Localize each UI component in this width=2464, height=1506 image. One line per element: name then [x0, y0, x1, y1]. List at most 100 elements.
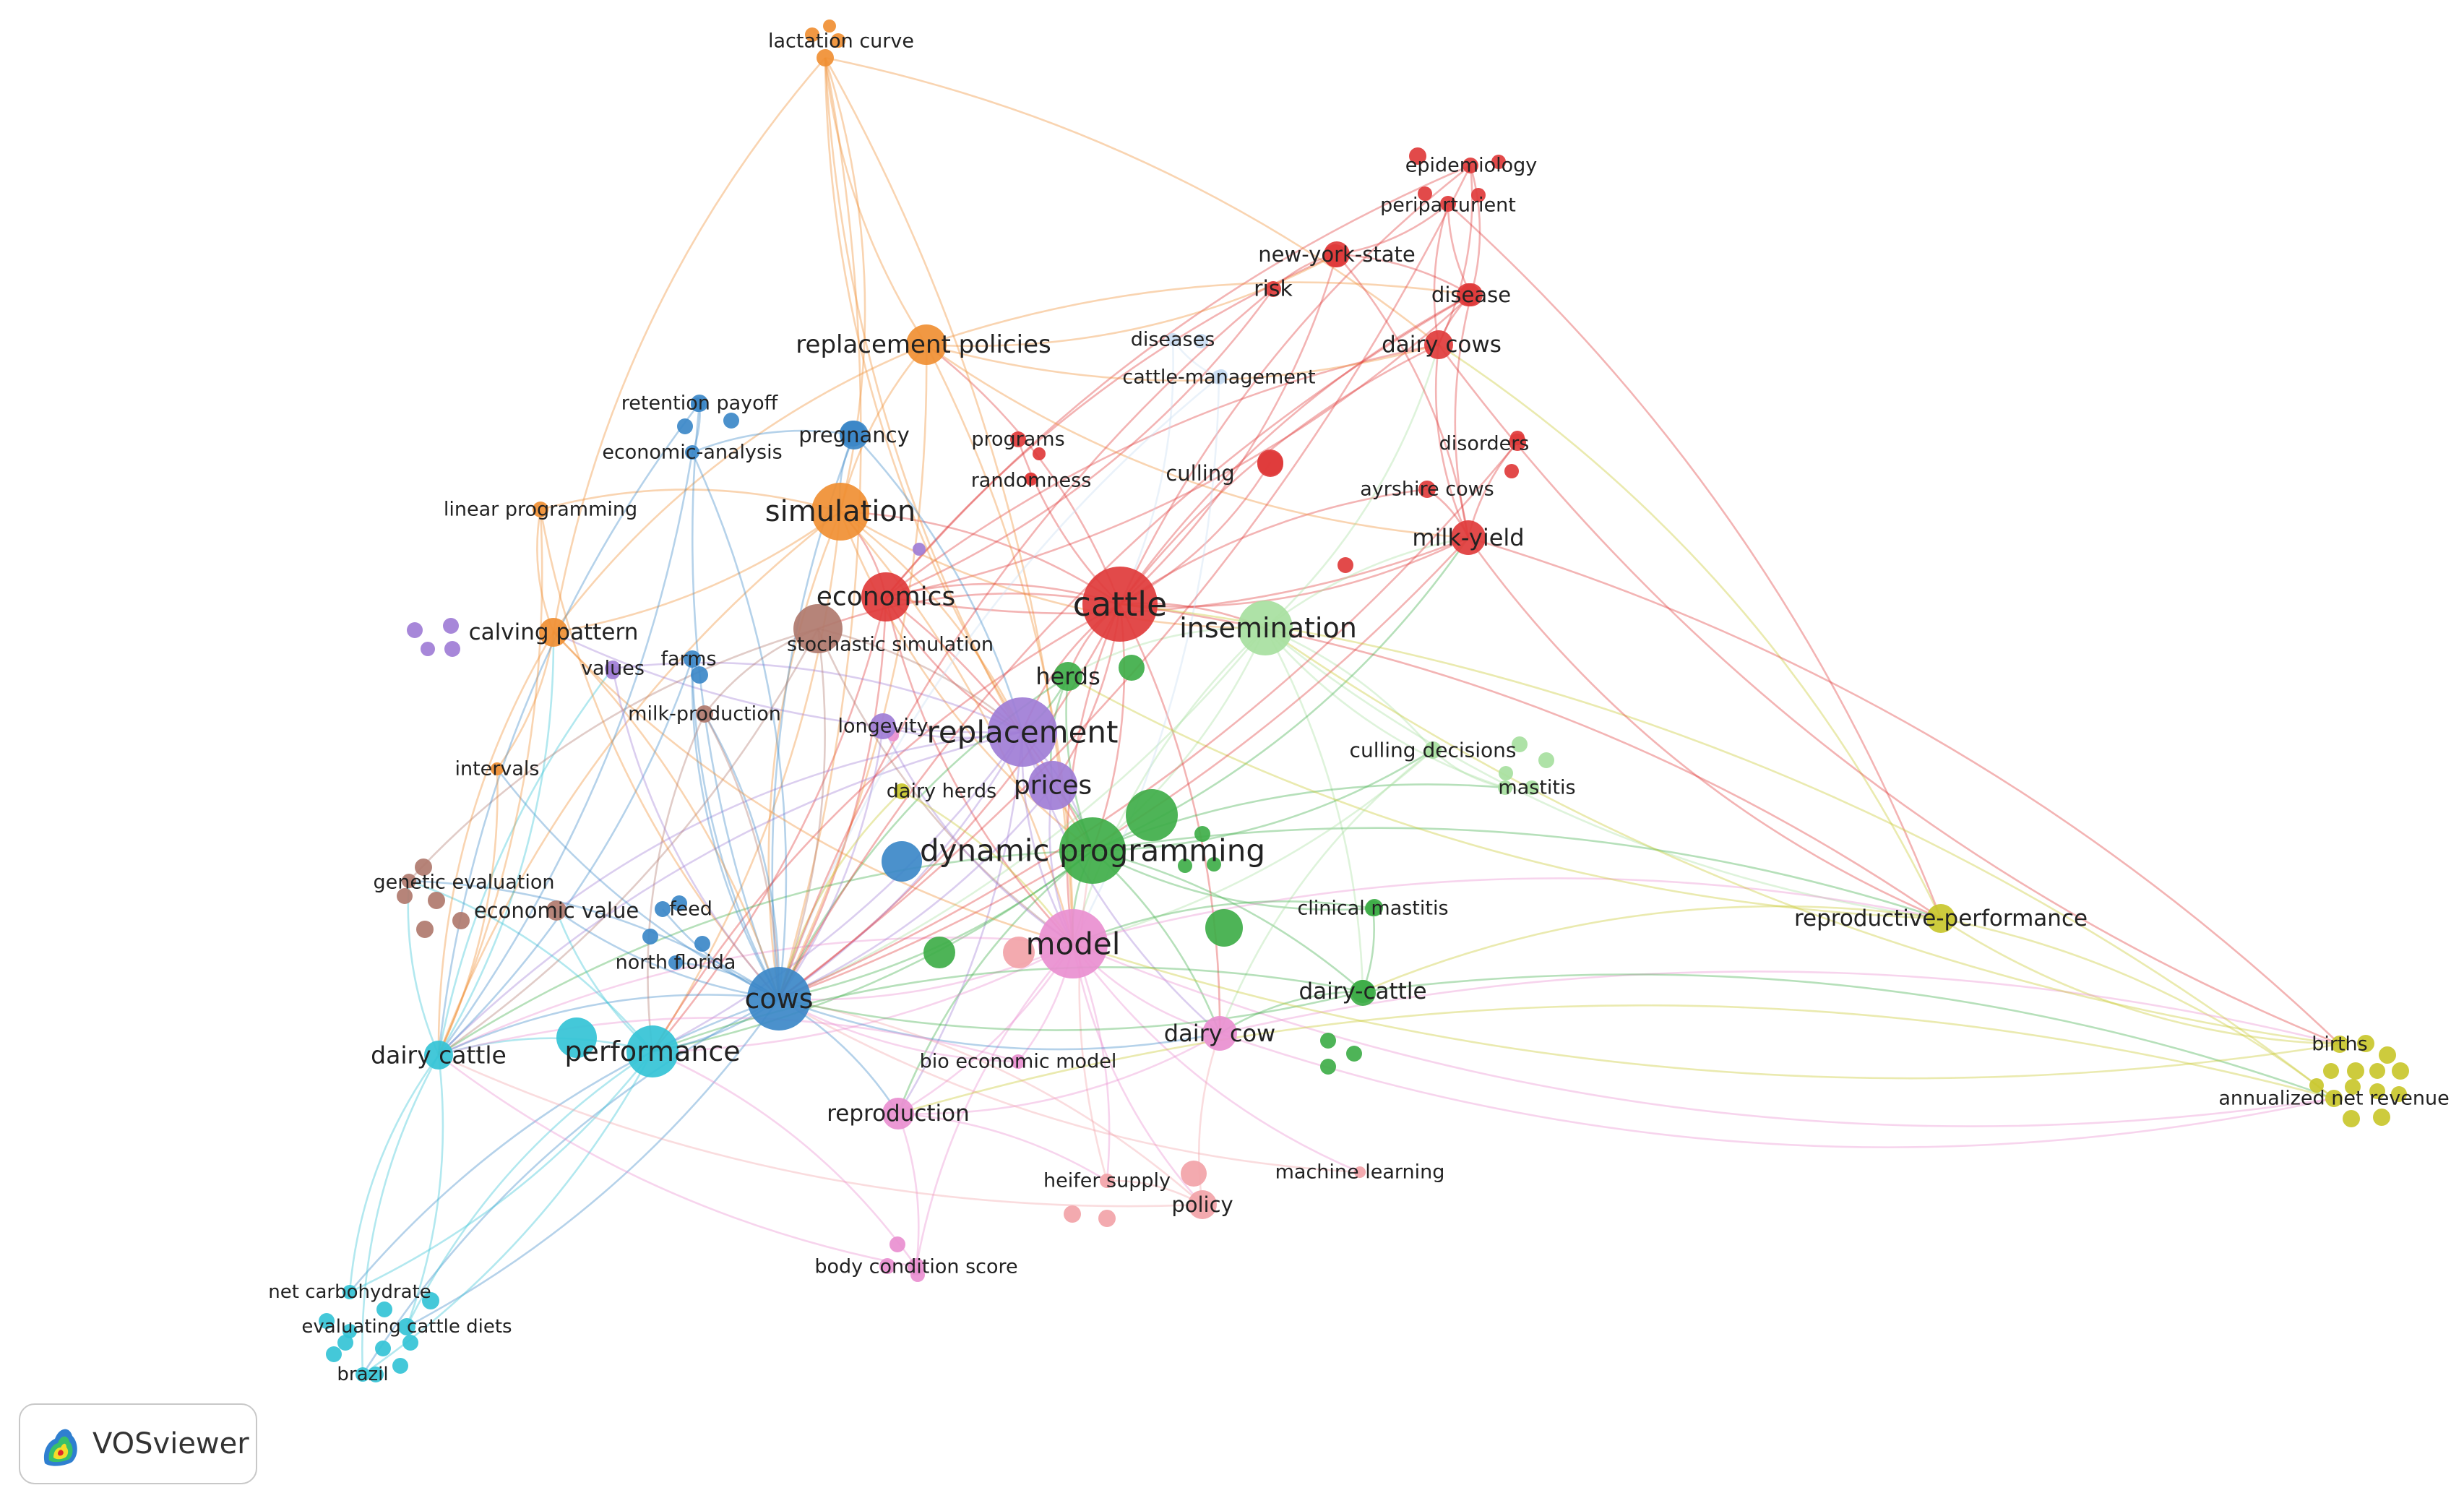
node-unlabeled-orange[interactable] [805, 27, 819, 42]
label-mastitis[interactable]: mastitis [1498, 777, 1575, 799]
label-north-florida[interactable]: north florida [616, 952, 736, 974]
label-machine-learning[interactable]: machine learning [1275, 1161, 1445, 1184]
node-unlabeled-yellow[interactable] [2391, 1086, 2407, 1102]
node-unlabeled-green[interactable] [1346, 1046, 1362, 1062]
node-unlabeled-purple[interactable] [444, 641, 460, 657]
label-milk-production[interactable]: milk-production [628, 703, 781, 726]
node-unlabeled-blue[interactable] [677, 418, 693, 434]
node-dynamic-programming[interactable] [1059, 817, 1126, 884]
label-economic-value[interactable]: economic value [474, 898, 639, 923]
node-longevity[interactable] [870, 713, 896, 739]
node-economic-analysis[interactable] [685, 445, 699, 460]
node-unlabeled-yellow[interactable] [2345, 1079, 2361, 1095]
node-unlabeled-lightpink[interactable] [1064, 1205, 1081, 1223]
node-unlabeled-red[interactable] [1409, 147, 1426, 165]
label-herds[interactable]: herds [1035, 663, 1100, 690]
node-unlabeled-yellow[interactable] [2357, 1035, 2374, 1052]
node-values[interactable] [605, 661, 621, 676]
node-unlabeled-yellow[interactable] [2347, 1062, 2364, 1080]
label-dairy-herds[interactable]: dairy herds [887, 780, 996, 803]
node-insemination[interactable] [1238, 601, 1293, 655]
node-replacement[interactable] [988, 697, 1057, 767]
node-unlabeled-orange[interactable] [831, 33, 845, 48]
node-disorders[interactable] [1509, 434, 1526, 451]
label-model[interactable]: model [1026, 926, 1121, 962]
node-prices[interactable] [1028, 761, 1077, 810]
node-unlabeled-yellow[interactable] [2392, 1062, 2409, 1080]
node-linear-programming[interactable] [533, 502, 548, 517]
label-economic-analysis[interactable]: economic-analysis [602, 442, 782, 464]
node-economics[interactable] [861, 572, 910, 621]
label-epidemiology[interactable]: epidemiology [1405, 155, 1537, 177]
node-unlabeled-cyan[interactable] [375, 1341, 391, 1356]
node-cows[interactable] [747, 967, 811, 1030]
node-unlabeled-green[interactable] [923, 937, 955, 968]
label-culling[interactable]: culling [1166, 461, 1234, 486]
node-mastitis[interactable] [1498, 780, 1512, 795]
node-performance[interactable] [626, 1025, 679, 1077]
node-milk-yield[interactable] [1451, 520, 1486, 555]
node-herds[interactable] [1054, 662, 1082, 691]
label-body-condition-score[interactable]: body condition score [814, 1256, 1017, 1278]
label-stochastic-simulation[interactable]: stochastic simulation [787, 634, 994, 656]
label-replacement[interactable]: replacement [926, 715, 1118, 750]
node-unlabeled-yellow[interactable] [2369, 1063, 2385, 1079]
label-reproductive-performance[interactable]: reproductive-performance [1794, 905, 2088, 931]
label-reproduction[interactable]: reproduction [827, 1101, 970, 1127]
label-cattle[interactable]: cattle [1073, 585, 1168, 624]
node-unlabeled-cyan[interactable] [337, 1335, 353, 1351]
label-milk-yield[interactable]: milk-yield [1412, 524, 1524, 551]
node-unlabeled-cyan[interactable] [319, 1313, 335, 1329]
label-linear-programming[interactable]: linear programming [444, 499, 637, 521]
node-lactation-curve[interactable] [817, 49, 834, 66]
vosviewer-badge[interactable]: VOSviewer [19, 1403, 257, 1484]
label-performance[interactable]: performance [564, 1036, 740, 1067]
label-cows[interactable]: cows [744, 983, 813, 1015]
label-longevity[interactable]: longevity [838, 715, 929, 738]
node-farms[interactable] [684, 650, 701, 668]
label-ayrshire-cows[interactable]: ayrshire cows [1360, 478, 1494, 501]
node-unlabeled-red[interactable] [1491, 155, 1506, 169]
node-unlabeled-green[interactable] [1194, 826, 1210, 842]
node-programs[interactable] [1010, 431, 1026, 447]
node-body-condition-score[interactable] [908, 1258, 925, 1275]
node-unlabeled-yellow[interactable] [2369, 1083, 2385, 1099]
label-evaluating-cattle-diets[interactable]: evaluating cattle diets [301, 1316, 512, 1338]
node-unlabeled-purple[interactable] [443, 618, 459, 634]
node-diseases[interactable] [1166, 333, 1179, 346]
node-unlabeled-red[interactable] [1418, 186, 1432, 201]
node-cattle[interactable] [1082, 567, 1158, 642]
label-calving-pattern[interactable]: calving pattern [469, 619, 639, 645]
node-reproductive-performance[interactable] [1926, 904, 1955, 933]
node-simulation[interactable] [811, 483, 869, 541]
node-genetic-evaluation[interactable] [402, 874, 416, 888]
node-unlabeled-pink[interactable] [889, 1236, 905, 1252]
label-dairy-cattle[interactable]: dairy cattle [371, 1041, 507, 1070]
label-farms[interactable]: farms [660, 648, 716, 671]
label-dairy-cows[interactable]: dairy cows [1382, 332, 1502, 358]
node-north-florida[interactable] [668, 955, 683, 970]
label-retention-payoff[interactable]: retention payoff [621, 392, 779, 415]
node-unlabeled-red[interactable] [1337, 557, 1353, 573]
label-replacement-policies[interactable]: replacement policies [796, 330, 1051, 359]
node-unlabeled-green[interactable] [1207, 857, 1221, 872]
node-calving-pattern[interactable] [539, 618, 568, 647]
node-unlabeled-cyan[interactable] [556, 1017, 597, 1058]
node-replacement-policies[interactable] [906, 324, 947, 365]
node-unlabeled-lightpink[interactable] [1003, 937, 1035, 968]
node-unlabeled-blue[interactable] [723, 413, 739, 429]
node-unlabeled-lightgreen[interactable] [1512, 736, 1528, 752]
label-lactation-curve[interactable]: lactation curve [768, 30, 914, 53]
node-unlabeled-yellow[interactable] [2373, 1109, 2390, 1126]
node-unlabeled-blue[interactable] [642, 929, 658, 945]
label-pregnancy[interactable]: pregnancy [798, 423, 910, 447]
label-net-carbohydrate[interactable]: net carbohydrate [268, 1281, 431, 1303]
label-diseases[interactable]: diseases [1131, 329, 1215, 351]
node-unlabeled-green[interactable] [1205, 909, 1243, 947]
node-unlabeled-blue[interactable] [671, 895, 687, 911]
label-prices[interactable]: prices [1014, 771, 1092, 801]
node-evaluating-cattle-diets[interactable] [398, 1318, 415, 1335]
node-clinical-mastitis[interactable] [1365, 900, 1381, 916]
node-dairy-cattle-hyphen[interactable] [1351, 980, 1374, 1003]
